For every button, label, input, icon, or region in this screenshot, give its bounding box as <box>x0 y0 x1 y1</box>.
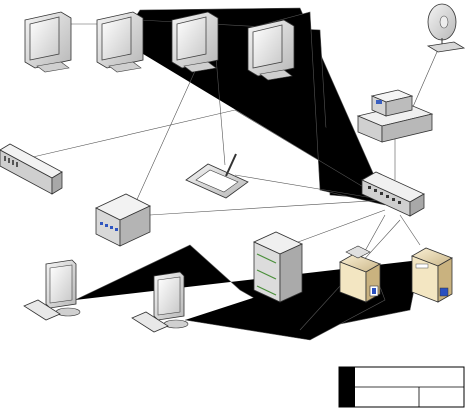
server-rack-icon <box>253 231 303 303</box>
graphics-tablet-icon <box>185 153 249 199</box>
router-icon <box>356 89 434 143</box>
crt-monitor-icon <box>247 19 295 81</box>
tower-server-icon <box>411 247 453 303</box>
lcd-workstation-icon <box>131 271 189 333</box>
network-switch-icon <box>361 171 425 217</box>
satellite-dish-icon <box>426 3 466 53</box>
crt-monitor-icon <box>96 11 144 73</box>
legend-box <box>338 366 465 408</box>
tower-server-icon <box>339 245 381 303</box>
lcd-workstation-icon <box>23 259 81 321</box>
crt-monitor-icon <box>24 11 72 73</box>
crt-monitor-icon <box>171 11 219 73</box>
modem-icon <box>95 193 151 247</box>
hub-icon <box>0 143 63 195</box>
